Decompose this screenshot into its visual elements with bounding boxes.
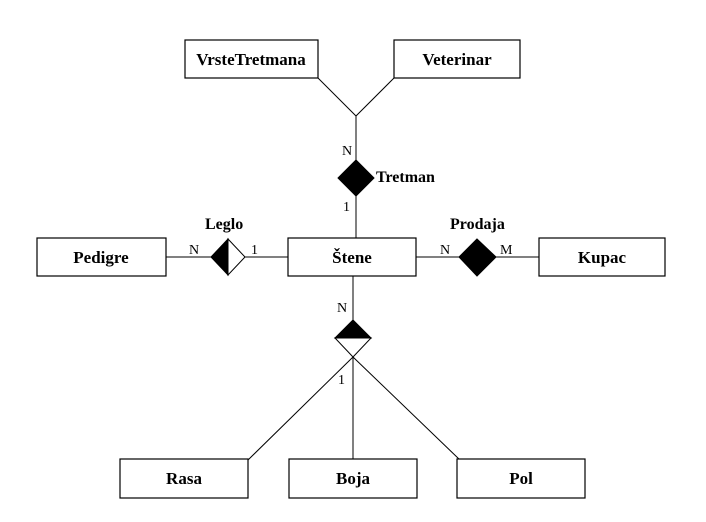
- pedigre-box: [36, 237, 167, 277]
- pol-label: Pol: [509, 469, 533, 488]
- tretman-card-bottom: 1: [343, 200, 350, 215]
- stene-box: [287, 237, 417, 277]
- leglo-card-right: 1: [251, 243, 258, 258]
- entity-vrstetretmana: VrsteTretmana: [184, 39, 319, 79]
- relationship-leglo: Leglo N 1: [189, 216, 258, 277]
- relationship-tretman: Tretman N 1: [337, 144, 435, 215]
- leglo-diamond-left: [210, 237, 229, 277]
- entity-boja: Boja: [288, 458, 418, 499]
- tretman-diamond: [337, 159, 375, 197]
- line-vrstetretmana-junction: [317, 77, 357, 117]
- entity-rasa: Rasa: [119, 458, 249, 499]
- entity-kupac: Kupac: [538, 237, 666, 277]
- specialization-diamond-top: [333, 319, 373, 339]
- prodaja-diamond: [458, 238, 497, 277]
- entity-pol: Pol: [456, 458, 586, 499]
- specialization-card-top: N: [337, 301, 347, 316]
- entity-stene: Štene: [287, 237, 417, 277]
- rasa-label: Rasa: [166, 469, 202, 488]
- relationship-prodaja: Prodaja N M: [440, 216, 513, 277]
- line-specialization-rasa: [247, 356, 354, 461]
- boja-box: [288, 458, 418, 499]
- leglo-label: Leglo: [205, 216, 243, 233]
- relationship-specialization: N 1: [333, 301, 373, 388]
- veterinar-label: Veterinar: [422, 50, 492, 69]
- stene-label: Štene: [332, 248, 372, 267]
- kupac-label: Kupac: [578, 248, 627, 267]
- vrstetretmana-box: [184, 39, 319, 79]
- prodaja-label: Prodaja: [450, 216, 505, 233]
- connector-lines: [166, 77, 539, 461]
- vrstetretmana-label: VrsteTretmana: [196, 50, 306, 69]
- specialization-diamond-bottom: [333, 337, 373, 358]
- line-veterinar-junction: [355, 77, 395, 117]
- rasa-box: [119, 458, 249, 499]
- pedigre-label: Pedigre: [73, 248, 129, 267]
- tretman-label: Tretman: [376, 169, 435, 186]
- leglo-diamond-right: [227, 237, 246, 277]
- line-specialization-pol: [352, 356, 461, 461]
- pol-box: [456, 458, 586, 499]
- entity-pedigre: Pedigre: [36, 237, 167, 277]
- prodaja-card-left: N: [440, 243, 450, 258]
- kupac-box: [538, 237, 666, 277]
- prodaja-card-right: M: [500, 243, 513, 258]
- leglo-card-left: N: [189, 243, 199, 258]
- entity-veterinar: Veterinar: [393, 39, 521, 79]
- boja-label: Boja: [336, 469, 371, 488]
- specialization-card-bottom: 1: [338, 373, 345, 388]
- tretman-card-top: N: [342, 144, 352, 159]
- veterinar-box: [393, 39, 521, 79]
